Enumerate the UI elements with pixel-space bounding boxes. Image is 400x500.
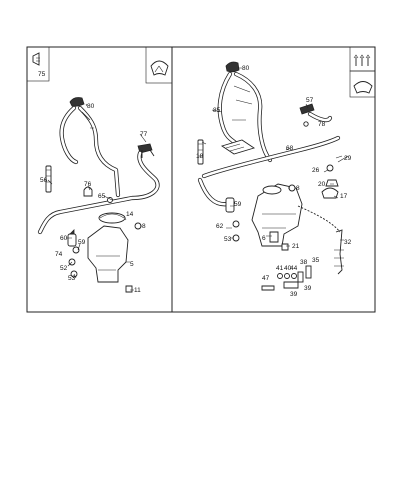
callout-17: 17 — [340, 193, 348, 200]
connector-icon — [32, 52, 40, 66]
sleeve-38 — [297, 271, 304, 283]
callout-53: 53 — [68, 275, 76, 282]
callout-38: 38 — [300, 259, 308, 266]
callout-11: 11 — [134, 287, 141, 294]
callout-65: 65 — [98, 193, 106, 200]
grommet-26 — [326, 164, 334, 172]
callout-18: 18 — [196, 153, 204, 160]
spray-icon-box — [349, 46, 376, 72]
right-assembly — [197, 61, 349, 291]
fitting-6 — [269, 231, 279, 243]
filter-pin-56 — [45, 165, 52, 193]
washer-41 — [277, 273, 283, 279]
callout-85: 85 — [213, 107, 221, 114]
washer-pump-59 — [225, 197, 235, 213]
bolt-47 — [261, 285, 275, 291]
washer-44 — [291, 273, 297, 279]
callout-62: 62 — [216, 223, 224, 230]
washer-40 — [284, 273, 290, 279]
callout-57: 57 — [306, 97, 314, 104]
callout-39: 39 — [290, 291, 298, 298]
callout-29: 29 — [344, 155, 352, 162]
callout-80: 80 — [87, 103, 95, 110]
washer-nozzle-77 — [137, 143, 153, 154]
callout-78: 78 — [318, 121, 326, 128]
callout-6: 6 — [262, 235, 266, 242]
screw-29 — [337, 155, 349, 163]
left-assembly — [37, 97, 160, 293]
bushing-20 — [325, 179, 339, 187]
bracket-39 — [283, 281, 299, 289]
callout-40: 40 — [284, 265, 292, 272]
callout-76: 76 — [84, 181, 92, 188]
callout-74: 74 — [55, 251, 63, 258]
connector-65 — [107, 197, 113, 203]
reservoir-cap-14 — [98, 212, 126, 224]
cable-32 — [335, 229, 343, 275]
windshield-icon — [150, 60, 169, 76]
sleeve-35 — [305, 265, 312, 279]
callout-44: 44 — [290, 265, 298, 272]
callout-14: 14 — [126, 211, 134, 218]
callout-8: 8 — [296, 185, 300, 192]
nut-21 — [281, 243, 289, 251]
bracket-85 — [220, 139, 256, 155]
callout-32: 32 — [344, 239, 352, 246]
washer-pump-60 — [67, 233, 77, 247]
washer-nozzle-80 — [69, 97, 85, 107]
clip-78 — [303, 121, 309, 127]
callout-5: 5 — [130, 261, 134, 268]
callout-26: 26 — [312, 167, 320, 174]
reservoir-neck — [262, 185, 282, 195]
callout-80: 80 — [242, 65, 250, 72]
callout-77: 77 — [140, 131, 148, 138]
washer-nozzle-80 — [225, 61, 240, 73]
left-icon-label: 75 — [38, 71, 46, 78]
callout-8: 8 — [142, 223, 146, 230]
callout-53: 53 — [224, 236, 232, 243]
right-windshield-icon-box — [349, 70, 376, 98]
callout-21: 21 — [292, 243, 300, 250]
clip-76 — [83, 186, 93, 197]
right-panel-frame — [171, 46, 376, 313]
pin-18 — [197, 139, 204, 165]
callout-68: 68 — [286, 145, 294, 152]
washer-reservoir — [87, 225, 129, 283]
left-icon-box — [26, 46, 50, 82]
callout-41: 41 — [276, 265, 284, 272]
windshield-icon — [353, 81, 373, 94]
callout-59: 59 — [78, 239, 86, 246]
callout-20: 20 — [318, 181, 326, 188]
callout-47: 47 — [262, 275, 270, 282]
callout-60: 60 — [60, 235, 68, 242]
callout-39b: 39 — [304, 285, 312, 292]
left-windshield-icon-box — [145, 46, 173, 84]
nut-11 — [125, 285, 133, 293]
spray-icon — [353, 54, 371, 66]
callout-52: 52 — [60, 265, 68, 272]
grommet-74 — [72, 246, 80, 254]
callout-59: 59 — [234, 201, 242, 208]
seal-62 — [232, 220, 240, 228]
callout-35: 35 — [312, 257, 320, 264]
callout-56: 56 — [40, 177, 48, 184]
washer-nozzle-57 — [299, 103, 315, 115]
